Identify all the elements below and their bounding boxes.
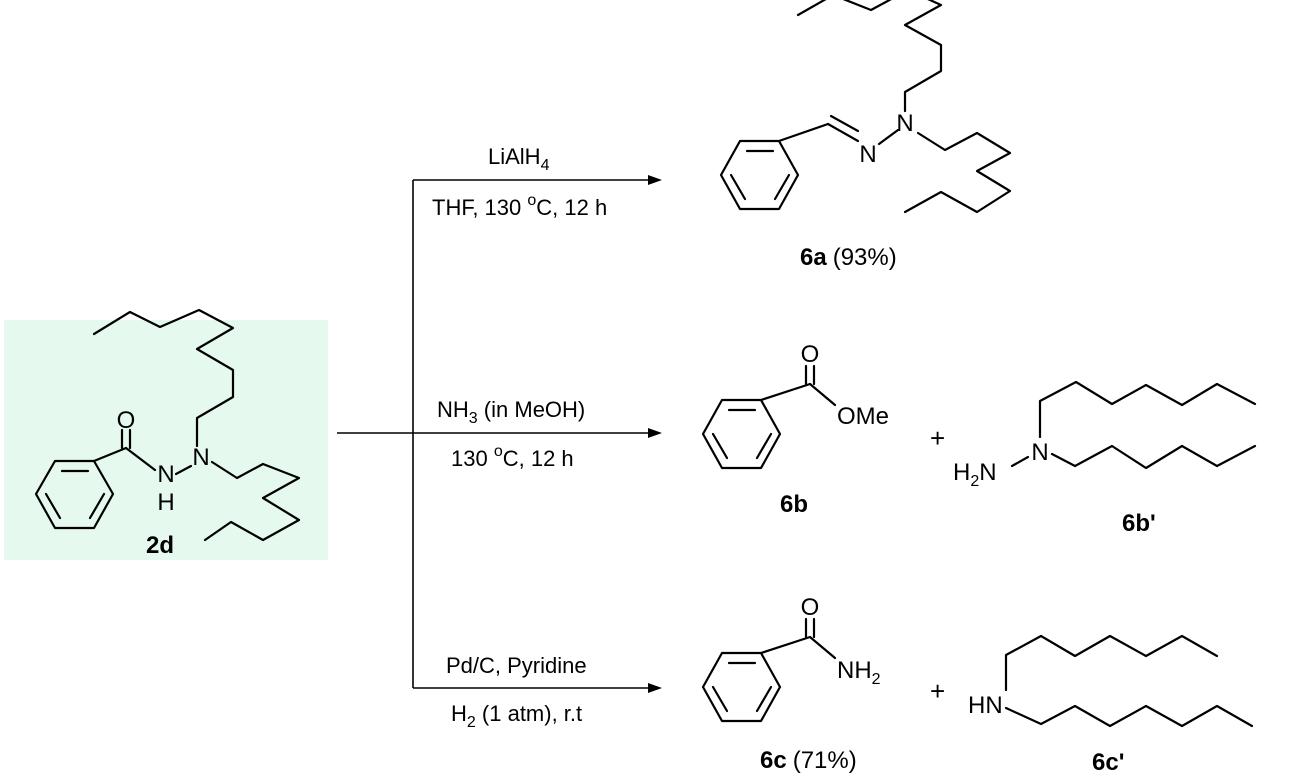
reagent-b-line1: NH3 (in MeOH) [437,397,585,427]
compound-6b-prime-structure [1010,380,1257,470]
reagent-a-line1: LiAlH4 [488,144,550,174]
reagent-a-line2: THF, 130 oC, 12 h [432,192,607,220]
hydrazine-nitrogen-2d: N [192,444,209,471]
carbonyl-oxygen-6b: O [801,341,820,368]
label-6b-prime: 6b' [1122,510,1156,537]
label-2d: 2d [146,532,174,559]
carbonyl-oxygen-6c: O [801,594,820,621]
hydrazine-nitrogen-6b-prime: N [1031,439,1048,466]
amine-group-6c-prime: HN [968,692,1003,719]
plus-sign-c: + [930,676,945,706]
label-6a: 6a(93%) [800,244,897,271]
reagent-c-line2: H2 (1 atm), r.t [451,701,582,731]
compound-2d-structure [34,308,301,542]
reaction-arrows [337,175,662,693]
reagent-c-line1: Pd/C, Pyridine [446,653,587,678]
carbonyl-oxygen-2d: O [117,407,136,434]
amino-group-6b-prime: H2N [953,459,997,490]
amide-nitrogen-2d: N [157,461,174,488]
compound-6c-prime-structure [1004,634,1254,728]
label-6c-prime: 6c' [1092,749,1124,776]
plus-sign-b: + [930,423,945,453]
compound-6b-structure [701,364,837,470]
amide-group-6c: NH2 [837,657,881,688]
methoxy-group-6b: OMe [837,403,889,430]
label-6b: 6b [780,491,808,518]
amide-hydrogen-2d: H [157,489,174,516]
amine-nitrogen-6a: N [896,110,913,137]
compound-6a-structure [719,0,1012,214]
compound-6c-structure [701,617,837,723]
label-6c: 6c(71%) [760,747,857,774]
reagent-b-line2: 130 oC, 12 h [451,443,574,471]
imine-nitrogen-6a: N [859,141,876,168]
starting-material-highlight [4,320,328,560]
